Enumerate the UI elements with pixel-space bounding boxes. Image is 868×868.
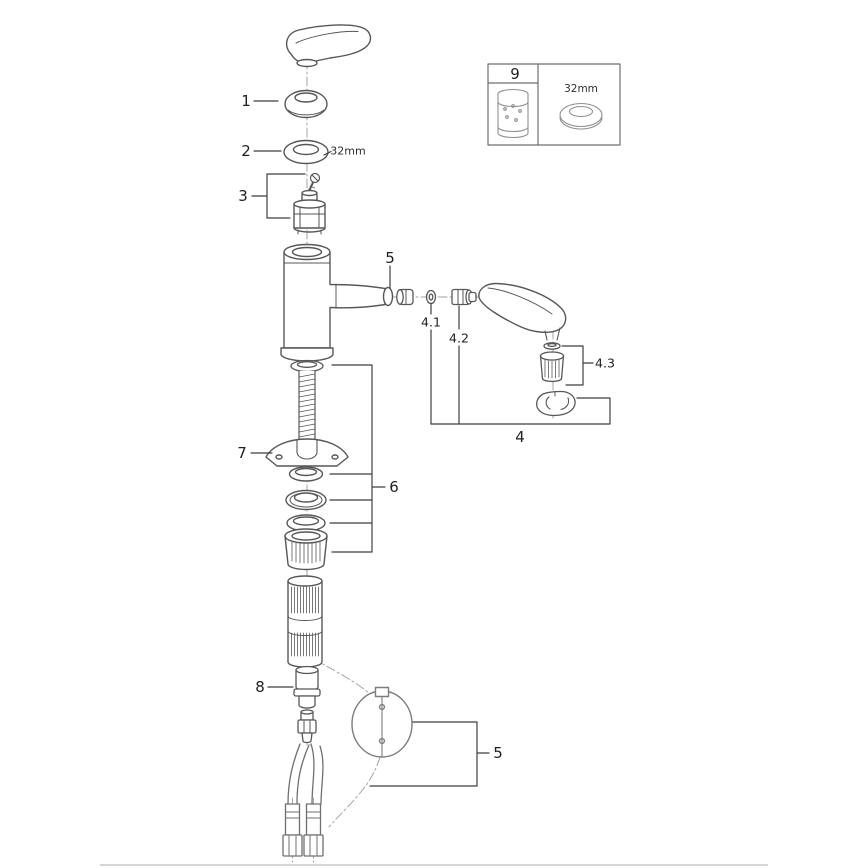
part-2-mounting-ring (283, 139, 329, 165)
hose-connector (297, 709, 317, 744)
supply-pipe (287, 575, 323, 668)
callout-part-8: 8 (255, 678, 265, 696)
leader-lines (250, 100, 611, 787)
part-6-guide-sleeve (284, 528, 328, 571)
part-6-seal-rings (285, 466, 327, 532)
inset-box-part-9 (487, 63, 621, 146)
spray-clip (536, 390, 576, 417)
part-7-mounting-plate (265, 438, 349, 467)
callout-part-5-spout: 5 (385, 249, 395, 267)
faucet-body-spout (280, 243, 394, 362)
part-6-base-oring (290, 359, 324, 373)
part-3-cartridge (293, 189, 326, 235)
callout-part-4-2: 4.2 (449, 330, 469, 346)
part-1-dome-cap (284, 89, 328, 119)
callout-part-6: 6 (389, 478, 399, 496)
inset-ring-sketch (559, 102, 603, 130)
part-3-screw (308, 172, 321, 192)
spout-coupling (396, 288, 414, 306)
callout-part-1: 1 (241, 92, 251, 110)
part-4-3-mousseur (539, 342, 565, 383)
callout-part-2: 2 (241, 142, 251, 160)
callout-part-9: 9 (510, 65, 520, 83)
part-4-2-coupling (451, 288, 477, 306)
spray-head (478, 282, 567, 341)
inset-annotation-32mm: 32mm (564, 83, 598, 95)
supply-hoses (282, 743, 324, 857)
inset-cartridge-sketch (497, 88, 529, 139)
callout-part-4: 4 (515, 428, 525, 446)
callout-part-4-3: 4.3 (595, 355, 615, 371)
part-8-check-valve (293, 665, 321, 709)
annotation-32mm: 32mm (330, 144, 366, 158)
hose-weight (351, 686, 413, 758)
part-7-mounting-shank (298, 370, 316, 446)
bottom-separator-line (100, 864, 768, 866)
callout-part-5-hose: 5 (493, 744, 503, 762)
callout-part-7: 7 (237, 444, 247, 462)
callout-part-4-1: 4.1 (421, 314, 441, 330)
callout-part-3: 3 (238, 187, 248, 205)
part-4-1-seal (425, 289, 437, 305)
handle-lever (285, 24, 372, 68)
